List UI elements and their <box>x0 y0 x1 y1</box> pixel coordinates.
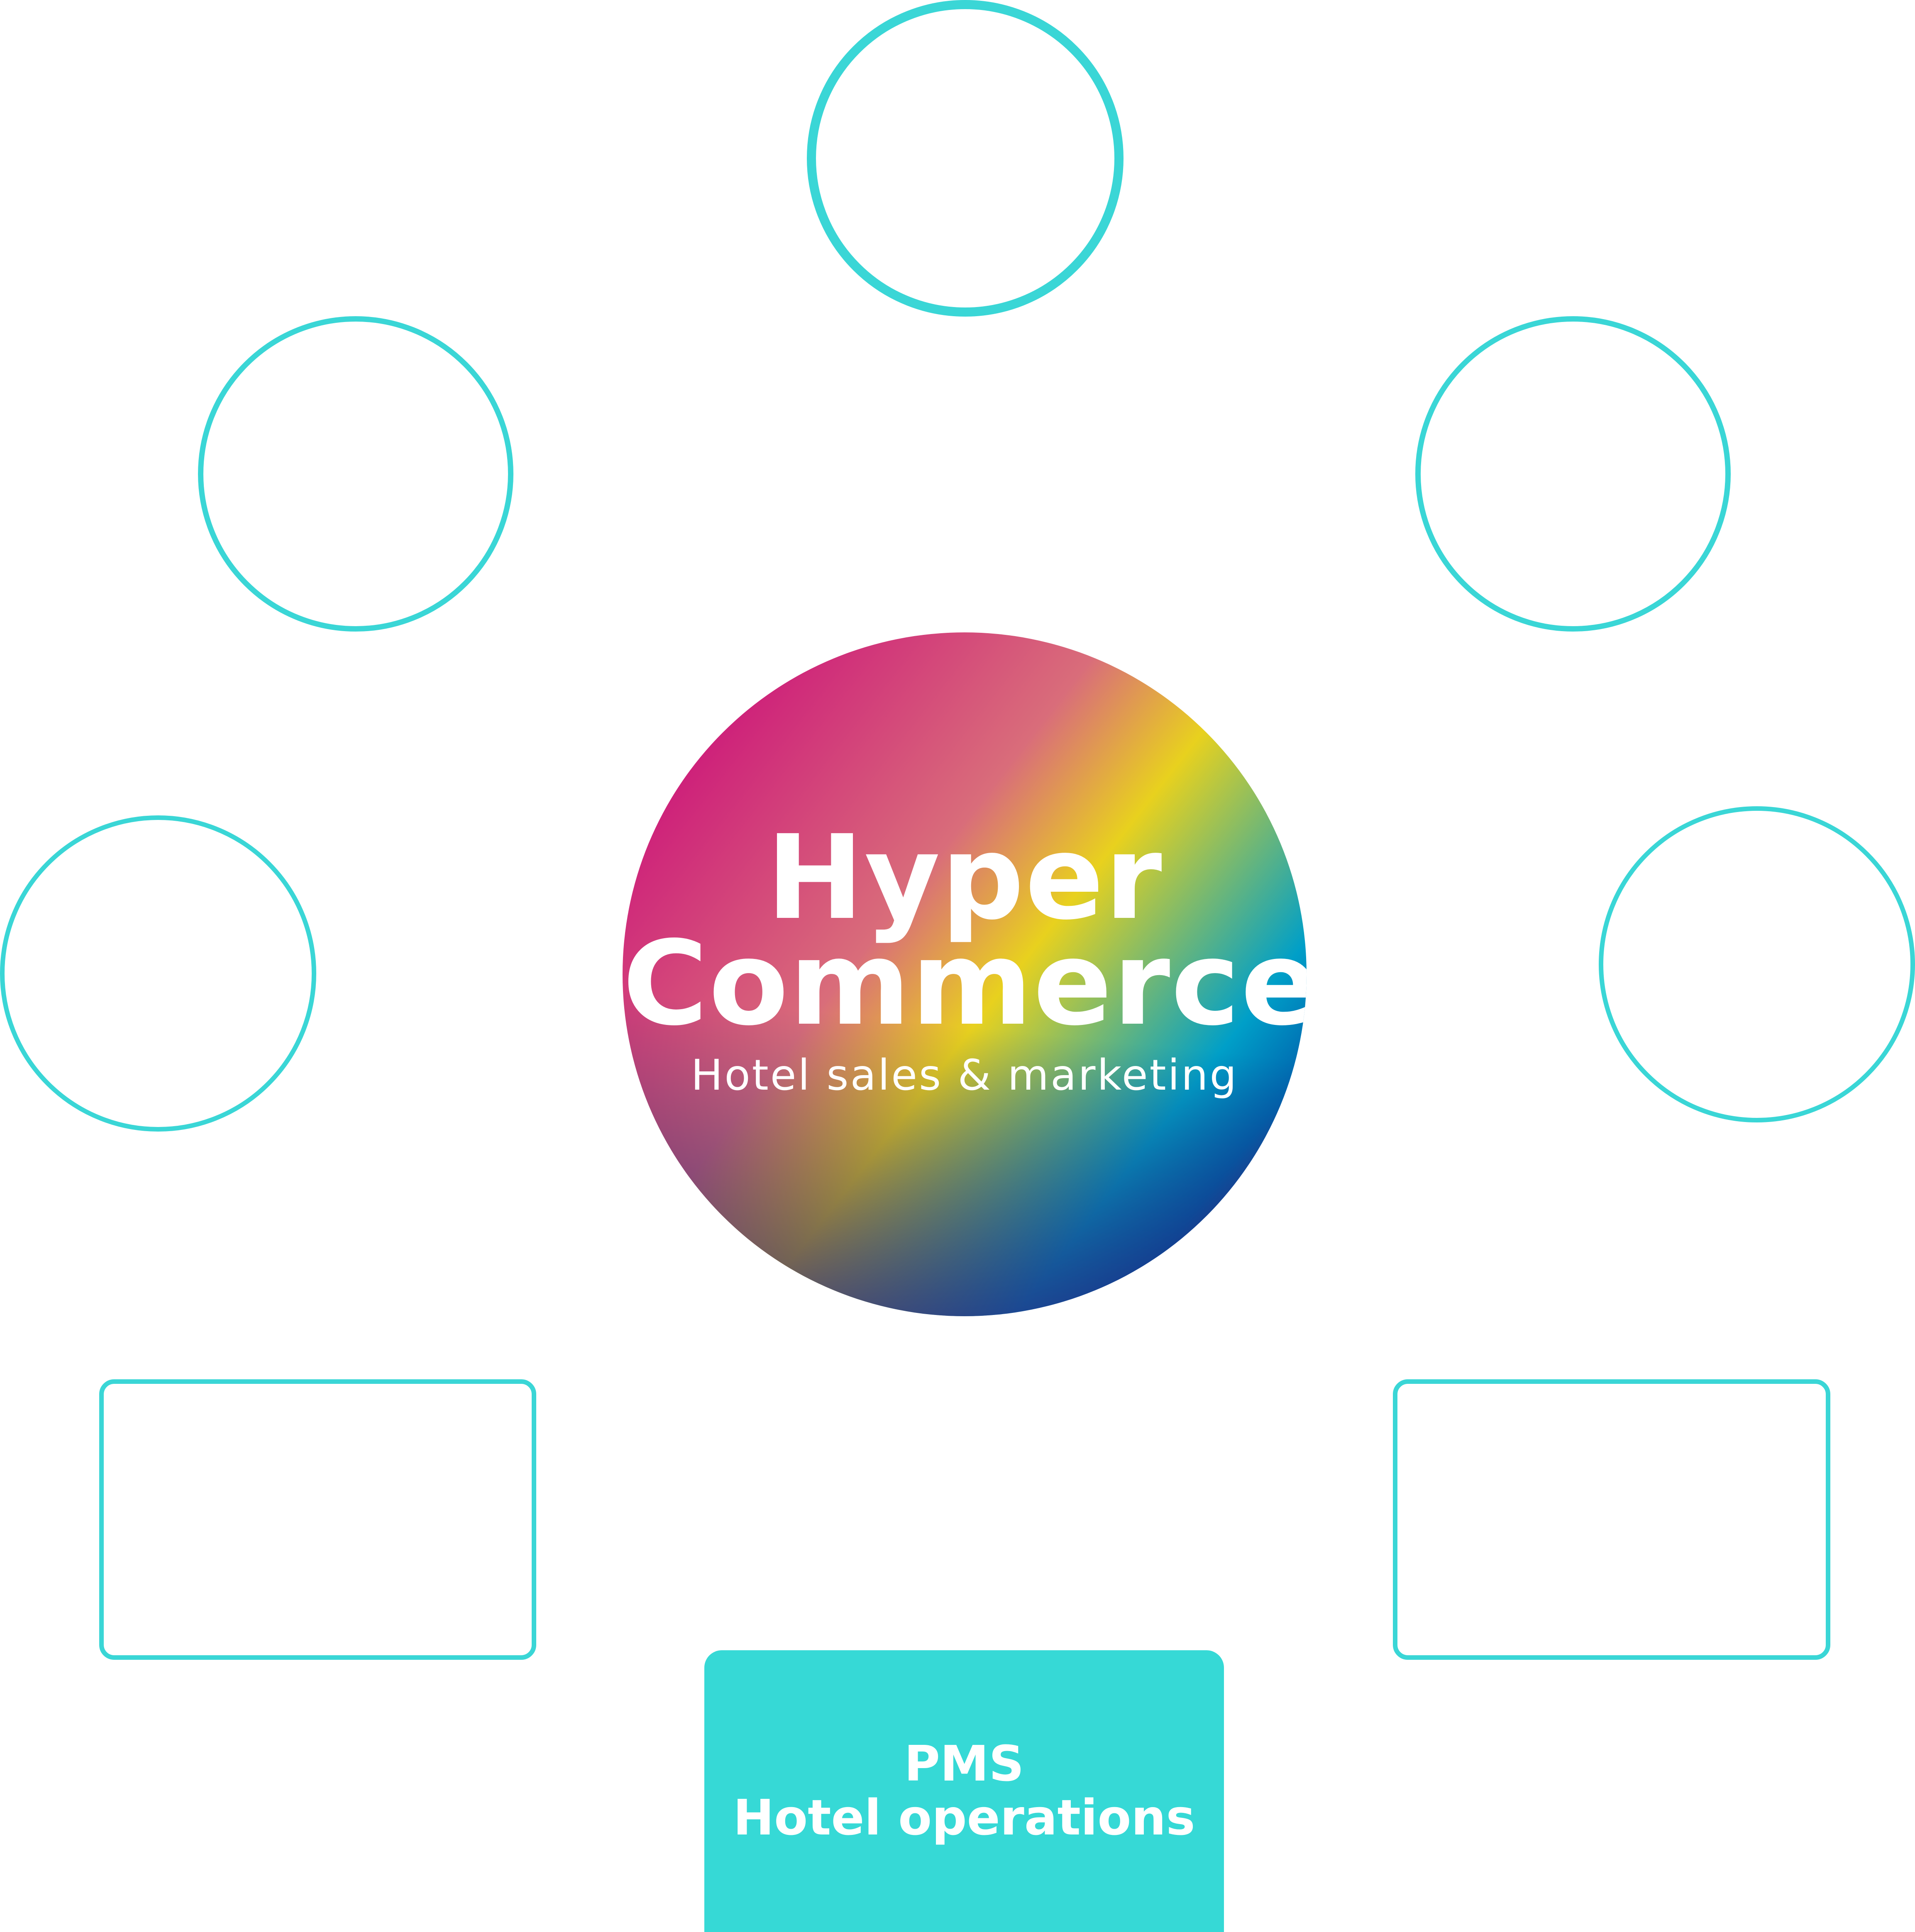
hub-subtitle: Hotel sales & marketing <box>691 1051 1238 1100</box>
hypercommerce-hub-circle: Hyper Commerce Hotel sales & marketing <box>623 632 1307 1316</box>
right-circle <box>1599 806 1915 1122</box>
hub-gradient-background <box>623 632 1307 1316</box>
hub-title-line-1: Hyper <box>766 810 1163 946</box>
right-box <box>1393 1379 1830 1660</box>
pms-box: PMS Hotel operations <box>704 1650 1224 1932</box>
pms-title: PMS <box>904 1735 1024 1792</box>
top-circle <box>807 0 1124 317</box>
upper-right-circle <box>1415 316 1731 632</box>
left-circle <box>0 815 316 1132</box>
upper-left-circle <box>198 316 513 632</box>
left-box <box>99 1379 536 1660</box>
pms-subtitle: Hotel operations <box>733 1789 1195 1846</box>
hub-title-line-2: Commerce <box>623 916 1307 1051</box>
